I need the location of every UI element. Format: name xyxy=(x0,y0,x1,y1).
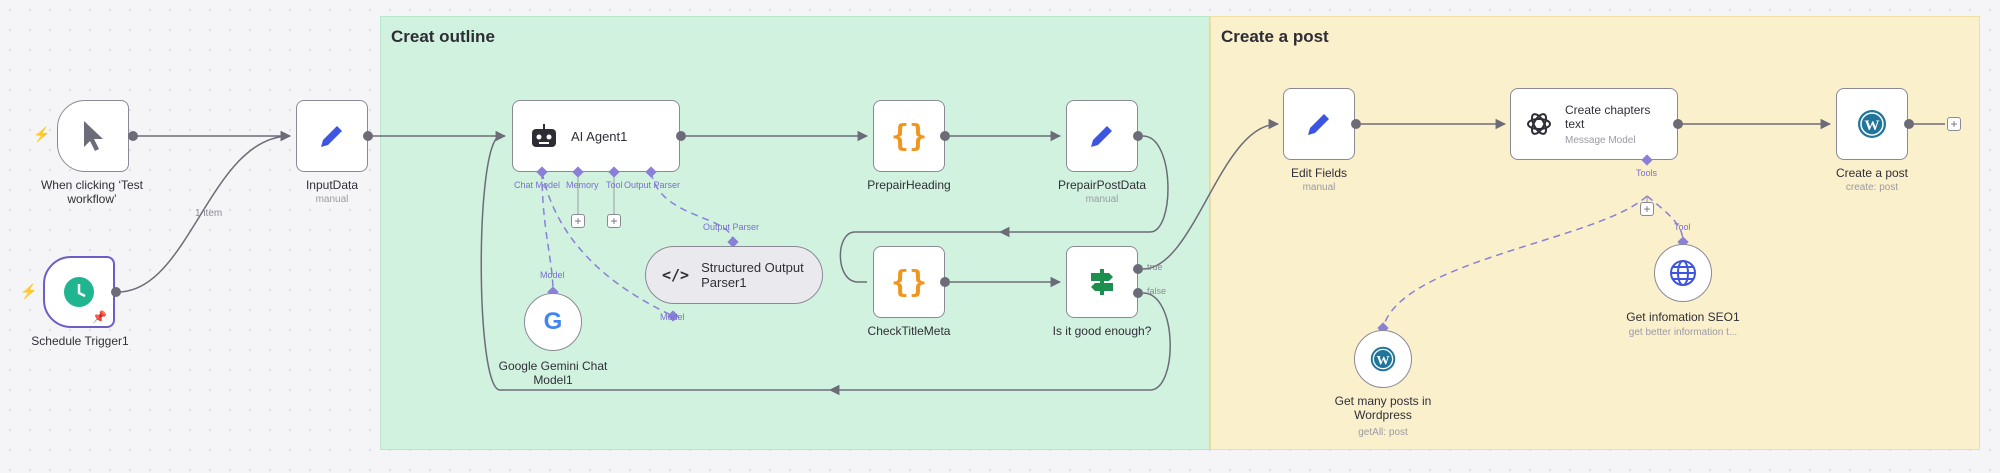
node-label: Create a post xyxy=(1835,166,1909,180)
node-subtitle: get better information t... xyxy=(1628,327,1738,338)
node-subtitle: create: post xyxy=(1845,182,1899,193)
output-handle-true[interactable] xyxy=(1133,264,1143,274)
node-get-many-posts[interactable]: W xyxy=(1354,330,1412,388)
openai-icon xyxy=(1527,113,1551,135)
trigger-bolt-icon: ⚡ xyxy=(33,126,51,142)
output-handle[interactable] xyxy=(363,131,373,141)
sticky-title: Create a post xyxy=(1221,27,1329,46)
add-tool-button[interactable]: + xyxy=(1640,202,1654,216)
node-structured-output-parser[interactable]: </> Structured Output Parser1 xyxy=(645,246,823,304)
code-icon: </> xyxy=(662,266,690,284)
node-label: InputData xyxy=(305,178,359,192)
node-get-infomation-seo[interactable] xyxy=(1654,244,1712,302)
add-node-button[interactable]: + xyxy=(1947,117,1961,131)
signpost-icon xyxy=(1091,269,1113,295)
node-create-chapters-text[interactable]: Create chapters text Message Model xyxy=(1510,88,1678,160)
node-label: When clicking ‘Test workflow’ xyxy=(40,178,144,206)
node-label: Is it good enough? xyxy=(1052,324,1152,338)
node-label: Edit Fields xyxy=(1290,166,1348,180)
code-braces-icon: {} xyxy=(890,264,928,300)
trigger-bolt-icon: ⚡ xyxy=(20,283,38,299)
node-google-gemini[interactable]: G xyxy=(524,293,582,351)
pin-icon: 📌 xyxy=(92,310,107,324)
pencil-icon xyxy=(321,126,342,147)
node-is-it-good-enough[interactable] xyxy=(1066,246,1138,318)
node-edit-fields[interactable] xyxy=(1283,88,1355,160)
port-label: Tool xyxy=(606,180,623,190)
output-handle[interactable] xyxy=(1904,119,1914,129)
node-label: Get infomation SEO1 xyxy=(1626,310,1740,324)
node-subtitle: manual xyxy=(315,194,349,205)
wordpress-icon: W xyxy=(1370,346,1396,372)
sticky-note-creat-outline[interactable]: Creat outline xyxy=(380,16,1210,450)
node-schedule-trigger[interactable]: 📌 xyxy=(43,256,115,328)
port-label: Model xyxy=(660,312,685,322)
node-subtitle: manual xyxy=(1085,194,1119,205)
node-subtitle: Message Model xyxy=(1565,134,1636,146)
pencil-icon xyxy=(1308,114,1329,135)
port-label: Memory xyxy=(566,180,599,190)
port-label: Tool xyxy=(1674,222,1691,232)
port-label: Output Parser xyxy=(703,222,760,232)
port-label: Output Parser xyxy=(624,180,681,190)
output-handle[interactable] xyxy=(676,131,686,141)
robot-icon xyxy=(532,124,556,147)
port-label: Tools xyxy=(1636,168,1658,178)
pencil-icon xyxy=(1091,126,1112,147)
node-label: Get many posts in Wordpress xyxy=(1334,394,1432,422)
node-label: PrepairHeading xyxy=(867,178,951,192)
node-subtitle: manual xyxy=(1302,182,1336,193)
node-label: Google Gemini Chat Model1 xyxy=(498,359,608,387)
output-handle-false[interactable] xyxy=(1133,288,1143,298)
output-handle[interactable] xyxy=(111,287,121,297)
output-handle[interactable] xyxy=(940,131,950,141)
node-manual-trigger[interactable] xyxy=(57,100,129,172)
port-label: Chat Model xyxy=(514,180,561,190)
output-handle[interactable] xyxy=(940,277,950,287)
wordpress-icon: W xyxy=(1858,110,1886,138)
cursor-icon xyxy=(84,121,103,151)
add-memory-button[interactable]: + xyxy=(571,214,585,228)
node-label: CheckTitleMeta xyxy=(867,324,951,338)
output-handle[interactable] xyxy=(128,131,138,141)
svg-text:W: W xyxy=(1376,352,1389,367)
output-handle[interactable] xyxy=(1351,119,1361,129)
node-label: PrepairPostData xyxy=(1057,178,1147,192)
node-label: AI Agent1 xyxy=(571,128,628,144)
output-handle[interactable] xyxy=(1133,131,1143,141)
branch-label-true: true xyxy=(1147,262,1163,272)
branch-label-false: false xyxy=(1147,286,1167,296)
node-prepair-post-data[interactable] xyxy=(1066,100,1138,172)
node-input-data[interactable] xyxy=(296,100,368,172)
node-prepair-heading[interactable]: {} xyxy=(873,100,945,172)
node-label: Schedule Trigger1 xyxy=(31,334,129,348)
code-braces-icon: {} xyxy=(890,118,928,154)
node-label: Structured Output Parser1 xyxy=(701,260,804,290)
wire-item-count: 1 item xyxy=(195,208,223,219)
port-label: Model xyxy=(540,270,565,280)
clock-icon xyxy=(64,277,94,307)
svg-text:W: W xyxy=(1865,118,1880,134)
output-handle[interactable] xyxy=(1673,119,1683,129)
node-ai-agent[interactable]: AI Agent1 xyxy=(512,100,680,172)
node-subtitle: getAll: post xyxy=(1358,427,1408,438)
node-check-title-meta[interactable]: {} xyxy=(873,246,945,318)
globe-icon xyxy=(1670,260,1696,286)
node-label: Create chapters text xyxy=(1565,102,1651,131)
sticky-title: Creat outline xyxy=(391,27,495,46)
add-tool-button[interactable]: + xyxy=(607,214,621,228)
node-create-a-post[interactable]: W xyxy=(1836,88,1908,160)
google-icon: G xyxy=(543,308,563,335)
